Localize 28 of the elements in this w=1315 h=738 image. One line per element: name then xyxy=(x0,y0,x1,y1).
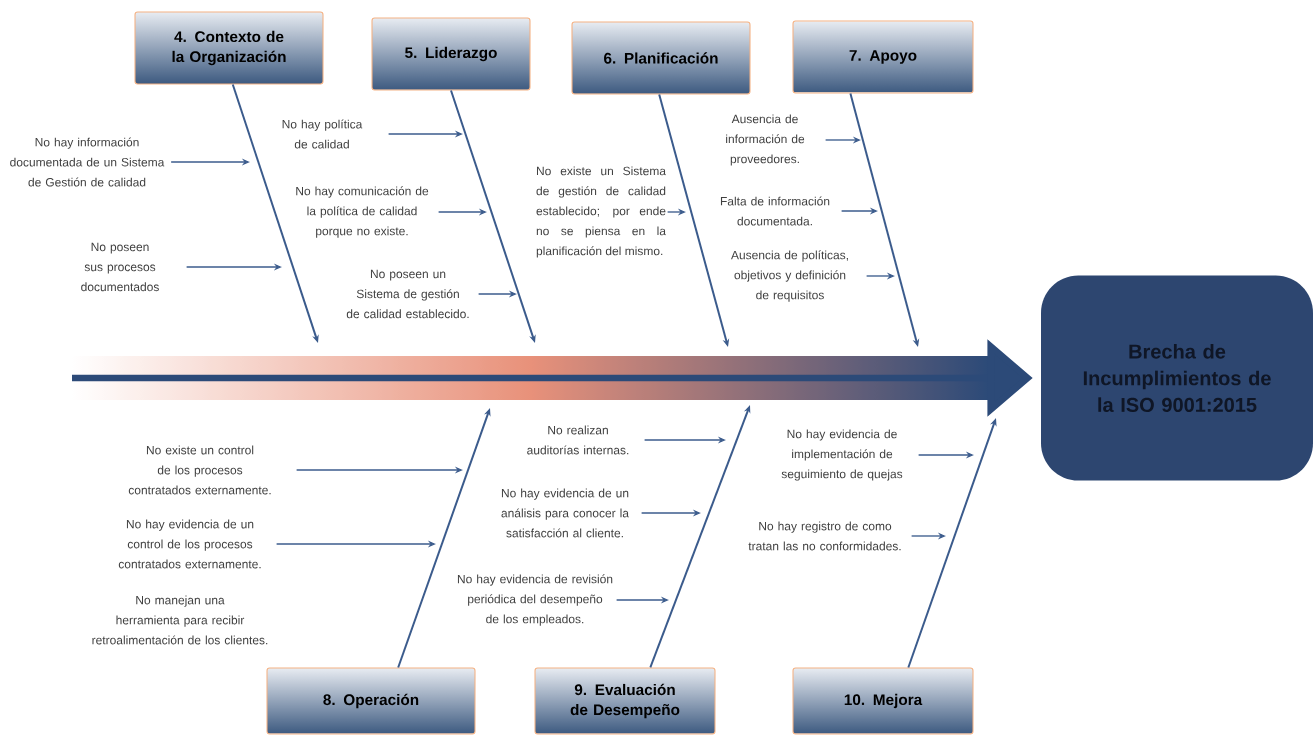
category-box: 4. Contexto de la Organización xyxy=(134,11,324,85)
cause-text: No poseen un Sistema de gestión de calidad establecido. xyxy=(346,269,469,319)
cause-text: No manejan una herramienta para recibir retroalimentación de los clientes. xyxy=(92,595,268,645)
bone-arrow xyxy=(397,408,491,669)
cause-text: No realizan auditorías internas. xyxy=(527,425,629,455)
category-box: 10. Mejora xyxy=(792,667,974,735)
cause-text: Falta de información documentada. xyxy=(720,196,830,226)
cause-text: Ausencia de información de proveedores. xyxy=(726,114,805,166)
category-box: 9. Evaluación de Desempeño xyxy=(534,667,716,735)
bone-arrow xyxy=(907,418,997,669)
cause-text: No existe un control de los procesos contratados externamente. xyxy=(128,445,271,495)
cause-text: Ausencia de políticas, objetivos y definición de requisitos xyxy=(731,250,848,302)
cause-text: No hay comunicación de la política de calidad porque no existe. xyxy=(296,186,429,238)
category-box: 5. Liderazgo xyxy=(371,17,531,91)
cause-text: No hay evidencia de un control de los procesos contratados externamente. xyxy=(118,519,261,569)
cause-text: No existe un Sistema de gestión de calidad establecido; por ende no se piensa en la planificación del mismo. xyxy=(536,166,666,258)
category-box: 6. Planificación xyxy=(571,21,751,95)
cause-text: No hay información documentada de un Sistema de Gestión de calidad xyxy=(10,137,165,187)
cause-text: No poseen sus procesos documentados xyxy=(81,242,159,292)
cause-text: No hay evidencia de implementación de seguimiento de quejas xyxy=(781,429,903,481)
cause-text: No hay evidencia de revisión periódica del desempeño de los empleados. xyxy=(457,574,613,626)
category-box: 7. Apoyo xyxy=(792,20,974,94)
category-box: 8. Operación xyxy=(266,667,476,735)
cause-text: No hay registro de como tratan las no conformidades. xyxy=(748,521,901,551)
cause-text: No hay política de calidad xyxy=(282,119,363,149)
effect-box: Brecha de Incumplimientos de la ISO 9001:2015 xyxy=(1041,275,1313,481)
cause-text: No hay evidencia de un análisis para conocer la satisfacción al cliente. xyxy=(501,488,629,538)
bone-arrow xyxy=(649,405,751,669)
